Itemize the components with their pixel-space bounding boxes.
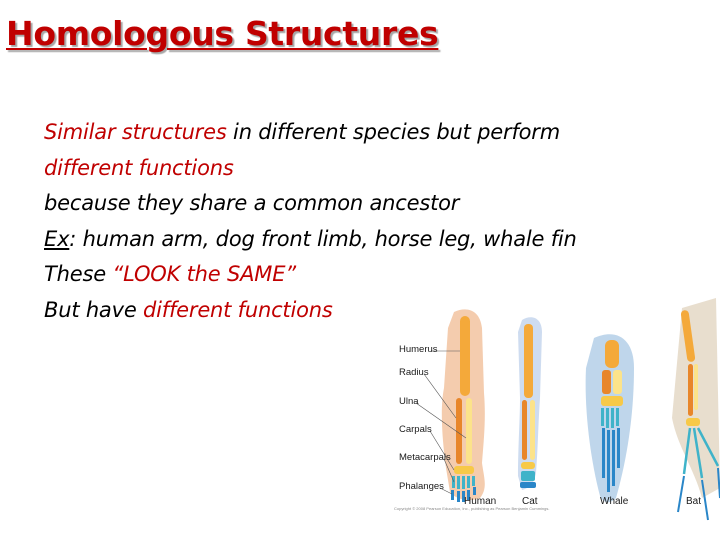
different-functions-2-text: different functions [143, 297, 333, 322]
similar-structures-text: Similar structures [44, 120, 227, 144]
whale-flipper [585, 334, 634, 503]
these-text: These [44, 262, 113, 286]
whale-metacarpals [601, 408, 619, 428]
label-leaders [415, 350, 467, 495]
humerus-label: Humerus [399, 344, 438, 355]
human-arm [441, 309, 485, 502]
line-1: Similar structures in different species … [44, 115, 704, 151]
cat-radius [522, 400, 527, 460]
bat-wing [672, 298, 720, 521]
line-2: different functions [44, 151, 704, 187]
look-the-same-text: “LOOK the SAME” [112, 262, 296, 286]
cat-label: Cat [522, 496, 538, 507]
bat-radius [688, 364, 693, 416]
line-5: These “LOOK the SAME” [44, 257, 704, 293]
cat-carpals [521, 462, 535, 469]
line-1-rest: in different species but perform [226, 120, 560, 144]
whale-humerus [605, 340, 619, 368]
different-functions-text: different functions [44, 155, 234, 180]
cat-humerus [524, 324, 533, 398]
line-6: But have different functions [44, 293, 704, 329]
bat-carpals [686, 418, 700, 426]
slide-title: Homologous Structures [6, 14, 439, 53]
metacarpals-label: Metacarpals [399, 452, 451, 463]
whale-carpals [601, 396, 623, 406]
carpals-label: Carpals [399, 424, 432, 435]
bat-label: Bat [686, 496, 702, 507]
whale-label: Whale [600, 496, 629, 507]
human-carpals [454, 466, 474, 474]
limbs-illustration [415, 298, 720, 521]
but-have-text: But have [44, 297, 144, 322]
cat-leg [518, 317, 542, 490]
human-metacarpals [452, 476, 475, 489]
bat-humerus [680, 310, 696, 362]
ex-text: Ex [44, 226, 70, 251]
cat-phalanges [520, 482, 536, 488]
whale-phalanges [602, 428, 620, 492]
whale-radius [602, 370, 611, 394]
cat-ulna [530, 400, 535, 460]
homologous-limbs-figure: Humerus Radius Ulna Carpals Metacarpals … [372, 298, 720, 540]
line-4: Ex: human arm, dog front limb, horse leg… [44, 222, 704, 258]
human-ulna [466, 398, 472, 464]
whale-ulna [613, 370, 622, 394]
human-phalanges [451, 487, 476, 502]
examples-text: : human arm, dog front limb, horse leg, … [69, 226, 577, 251]
ulna-label: Ulna [399, 396, 419, 407]
phalanges-label: Phalanges [399, 481, 444, 492]
human-humerus [460, 316, 470, 396]
bat-ulna [694, 364, 698, 410]
radius-label: Radius [399, 367, 429, 378]
human-radius [456, 398, 462, 464]
common-ancestor-text: because they share a common ancestor [44, 191, 460, 215]
body-text: Similar structures in different species … [44, 115, 704, 328]
human-label: Human [464, 496, 497, 507]
bat-metacarpals [682, 427, 720, 479]
line-3: because they share a common ancestor [44, 186, 704, 222]
copyright-credit: Copyright © 2008 Pearson Education, Inc.… [394, 506, 550, 511]
cat-metacarpals [521, 471, 535, 481]
